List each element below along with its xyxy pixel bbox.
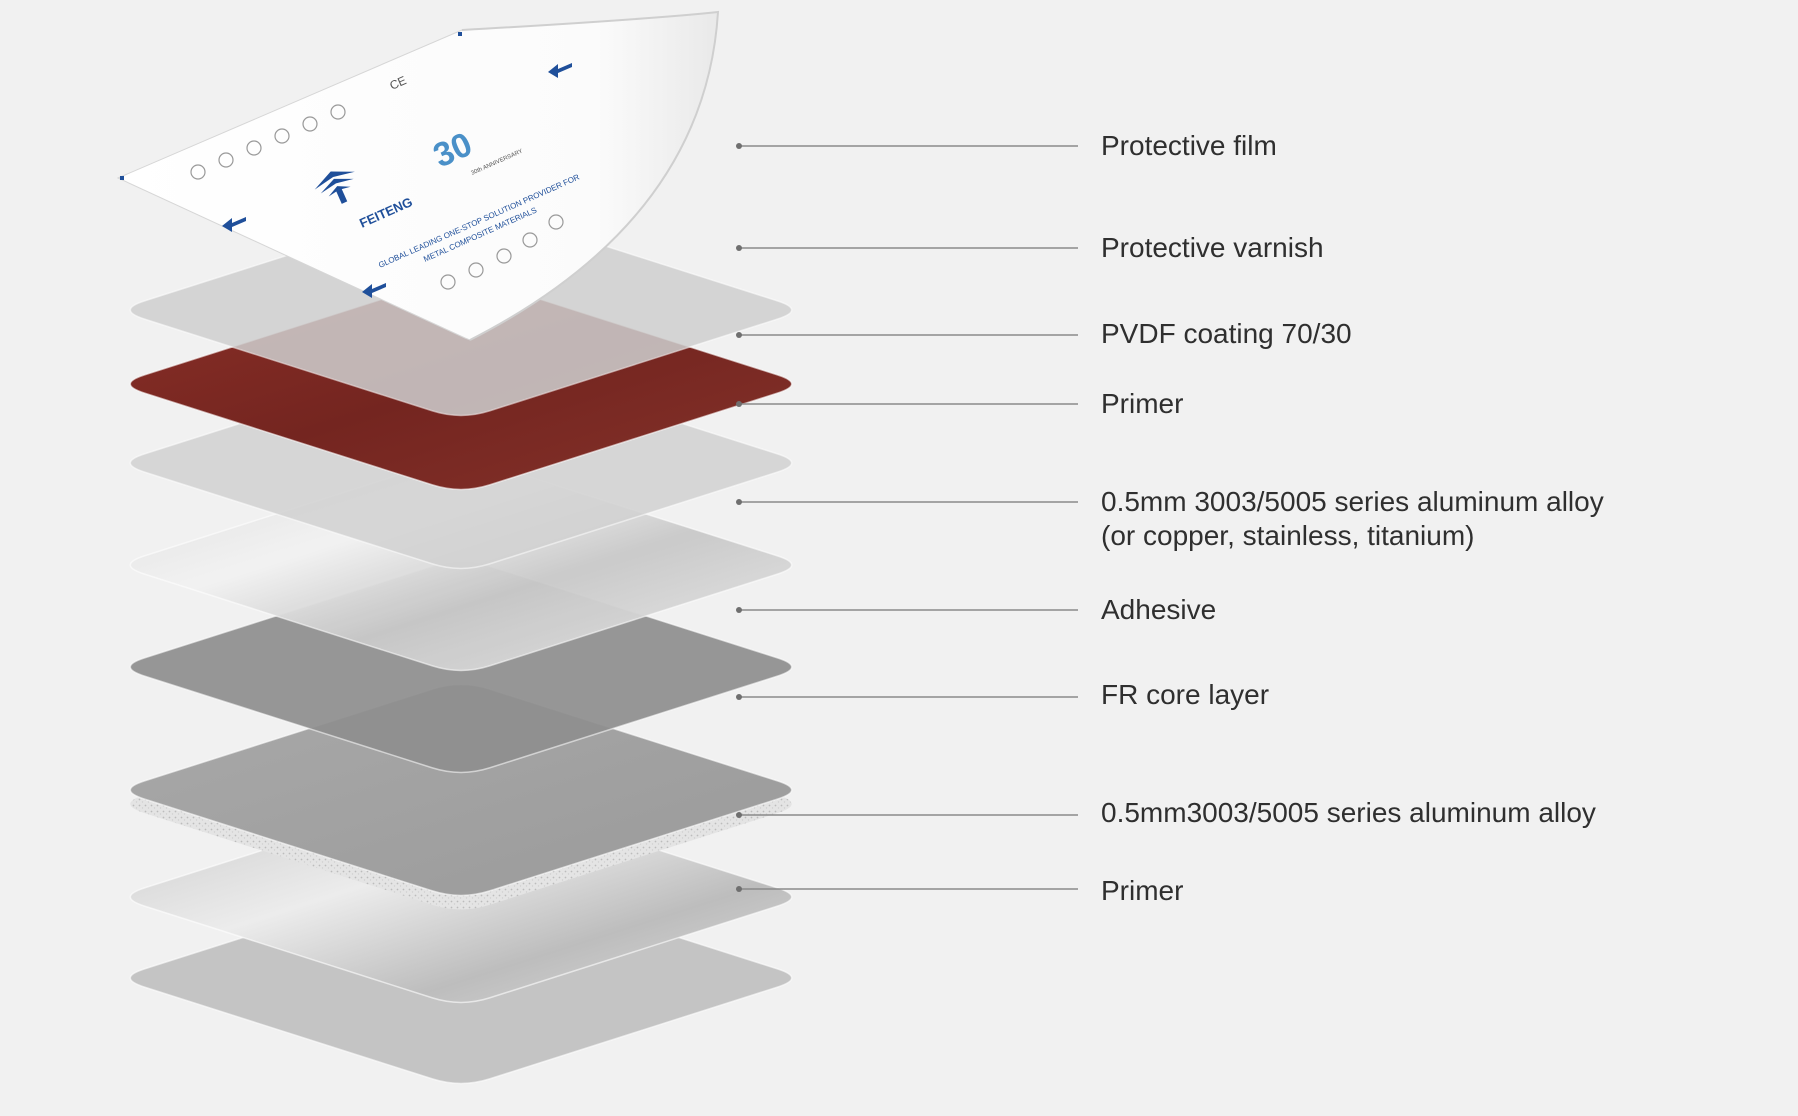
label-protective-film: Protective film bbox=[1101, 130, 1277, 161]
label-primer-bottom: Primer bbox=[1101, 875, 1184, 906]
leader-dot-fr-core bbox=[736, 694, 742, 700]
leader-dot-primer-bottom bbox=[736, 886, 742, 892]
leader-dot-aluminum-top bbox=[736, 499, 742, 505]
layer-plates bbox=[129, 203, 793, 1085]
label-primer-top: Primer bbox=[1101, 388, 1184, 419]
leader-dot-pvdf-coating bbox=[736, 332, 742, 338]
leader-dot-primer-top bbox=[736, 401, 742, 407]
label-pvdf-coating: PVDF coating 70/30 bbox=[1101, 318, 1352, 349]
film-ce-mark: CE bbox=[388, 73, 409, 93]
leader-dot-adhesive bbox=[736, 607, 742, 613]
label-adhesive: Adhesive bbox=[1101, 594, 1217, 625]
leader-dot-aluminum-bottom bbox=[736, 812, 742, 818]
label-aluminum-top: 0.5mm 3003/5005 series aluminum alloy (o… bbox=[1101, 486, 1604, 551]
label-fr-core: FR core layer bbox=[1101, 679, 1270, 710]
arrow-icons bbox=[222, 63, 572, 298]
leader-dot-protective-film bbox=[736, 143, 742, 149]
protective-film-sheet: FEITENG GLOBAL LEADING ONE-STOP SOLUTION… bbox=[116, 10, 720, 341]
brand-logo bbox=[314, 171, 355, 204]
leader-lines bbox=[736, 143, 1078, 892]
label-protective-varnish: Protective varnish bbox=[1101, 232, 1324, 263]
certification-marks bbox=[190, 104, 564, 290]
label-aluminum-bottom: 0.5mm3003/5005 series aluminum alloy bbox=[1101, 797, 1596, 828]
leader-dot-protective-varnish bbox=[736, 245, 742, 251]
